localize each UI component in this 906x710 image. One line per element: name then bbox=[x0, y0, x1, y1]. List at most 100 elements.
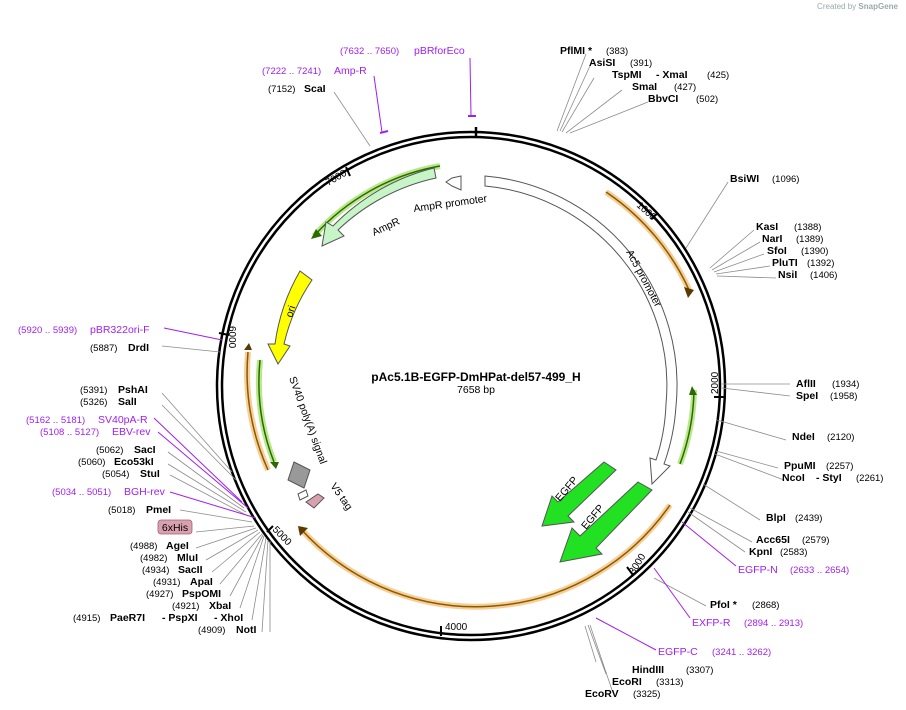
enzyme-paer7i[interactable]: PaeR7I bbox=[110, 612, 145, 624]
enzyme-eco53ki-pos: (5060) bbox=[78, 457, 105, 468]
enzyme-tspmi[interactable]: TspMI bbox=[612, 69, 642, 81]
primer-leader-ampr bbox=[373, 75, 383, 133]
tick-mark-6000 bbox=[218, 332, 230, 336]
enzyme-drdi[interactable]: DrdI bbox=[128, 342, 149, 354]
enzyme-sali[interactable]: SalI bbox=[118, 396, 137, 408]
enzyme-mlui[interactable]: MluI bbox=[177, 552, 198, 564]
credit-prefix: Created by bbox=[817, 2, 857, 11]
enzyme-kasi[interactable]: KasI bbox=[756, 221, 778, 233]
green-arc-top-head bbox=[311, 229, 322, 239]
enzyme-scai[interactable]: ScaI bbox=[304, 83, 326, 95]
primer-pbr322ori[interactable]: pBR322ori-F bbox=[90, 324, 150, 336]
ampr-label: AmpR bbox=[370, 215, 402, 238]
enzyme-stui[interactable]: StuI bbox=[140, 468, 160, 480]
enzyme-kpni-pos: (2583) bbox=[780, 547, 807, 558]
primer-pbrforeco[interactable]: pBRforEco bbox=[414, 45, 465, 57]
enzyme-pmei[interactable]: PmeI bbox=[146, 504, 171, 516]
enzyme-hindiii-pos: (3307) bbox=[686, 665, 713, 676]
ampr-arrow bbox=[321, 167, 437, 247]
enzyme-xbai[interactable]: XbaI bbox=[209, 600, 231, 612]
enzyme-pshai[interactable]: PshAI bbox=[118, 384, 148, 396]
enzyme-bsiwi[interactable]: BsiWI bbox=[730, 173, 759, 185]
primer-mark-ampr bbox=[379, 130, 389, 134]
his-tag-badge bbox=[157, 519, 193, 535]
leader-lines-left bbox=[161, 345, 255, 533]
orf-arc-ac5-line bbox=[605, 191, 691, 293]
enzyme-ppumi[interactable]: PpuMI bbox=[784, 460, 816, 472]
primer-bghrev[interactable]: BGH-rev bbox=[124, 486, 166, 498]
enzyme-kasi-pos: (1388) bbox=[794, 222, 821, 233]
enzyme-sfoi[interactable]: SfoI bbox=[767, 245, 787, 257]
primer-egfpn-pos: (2633 .. 2654) bbox=[790, 565, 849, 576]
enzyme-apai[interactable]: ApaI bbox=[190, 576, 213, 588]
enzyme-eco53ki[interactable]: Eco53kI bbox=[114, 456, 154, 468]
enzyme-pluti[interactable]: PluTI bbox=[772, 257, 798, 269]
enzyme-stui-pos: (5054) bbox=[102, 469, 129, 480]
primer-sv40pa[interactable]: SV40pA-R bbox=[98, 414, 148, 426]
enzyme-nsii[interactable]: NsiI bbox=[778, 269, 797, 281]
tick-4000: 4000 bbox=[445, 622, 468, 633]
green-arc-right-head bbox=[689, 386, 697, 395]
ac5-promoter-label: Ac5 promoter bbox=[623, 248, 663, 310]
enzyme-kpni[interactable]: KpnI bbox=[749, 546, 772, 558]
enzyme-pfoi[interactable]: PfoI * bbox=[710, 599, 738, 611]
enzyme-bsiwi-pos: (1096) bbox=[772, 174, 799, 185]
enzyme-smai[interactable]: SmaI bbox=[632, 81, 657, 93]
enzyme-xhoi[interactable]: - XhoI bbox=[214, 612, 243, 624]
enzyme-ncoi[interactable]: NcoI bbox=[782, 472, 805, 484]
enzyme-pflmi[interactable]: PflMI * bbox=[560, 45, 593, 57]
enzyme-spei[interactable]: SpeI bbox=[796, 390, 818, 402]
green-arc-right-line bbox=[679, 389, 695, 465]
enzyme-saci[interactable]: SacI bbox=[134, 444, 156, 456]
ampr-promoter-arrow bbox=[445, 175, 462, 191]
enzyme-smai-pos: (427) bbox=[674, 82, 696, 93]
enzyme-agei[interactable]: AgeI bbox=[166, 540, 189, 552]
enzyme-nari[interactable]: NarI bbox=[762, 233, 783, 245]
enzyme-blpi[interactable]: BlpI bbox=[766, 512, 786, 524]
enzyme-xmai[interactable]: - XmaI bbox=[656, 69, 688, 81]
enzyme-ecori[interactable]: EcoRI bbox=[612, 676, 642, 688]
enzyme-bbvci[interactable]: BbvCI bbox=[648, 93, 678, 105]
enzyme-pspomi[interactable]: PspOMI bbox=[182, 588, 221, 600]
primer-sv40pa-pos: (5162 .. 5181) bbox=[26, 415, 85, 426]
enzyme-ecorv[interactable]: EcoRV bbox=[585, 688, 619, 700]
primer-exfpr[interactable]: EXFP-R bbox=[692, 617, 731, 629]
enzyme-ecori-pos: (3313) bbox=[656, 677, 683, 688]
enzyme-noti[interactable]: NotI bbox=[236, 624, 256, 636]
primer-leader-pbr322ori bbox=[163, 327, 223, 341]
enzyme-sacii-pos: (4934) bbox=[142, 565, 169, 576]
enzyme-pmei-pos: (5018) bbox=[108, 505, 135, 516]
egfp-arrow-2 bbox=[559, 481, 653, 563]
ori-arrow bbox=[267, 270, 313, 365]
tick-mark-5000 bbox=[266, 525, 274, 533]
primer-ampr[interactable]: Amp-R bbox=[334, 65, 367, 77]
enzyme-sacii[interactable]: SacII bbox=[178, 564, 203, 576]
enzyme-pspxi[interactable]: - PspXI bbox=[162, 612, 198, 624]
primer-ebvrev-pos: (5108 .. 5127) bbox=[40, 427, 99, 438]
leader-lines-bottom-left bbox=[195, 527, 271, 633]
primer-exfpr-pos: (2894 .. 2913) bbox=[744, 618, 803, 629]
enzyme-aflii[interactable]: AflII bbox=[796, 378, 816, 390]
v5-arrow-small bbox=[297, 489, 309, 501]
ampr-promoter-label: AmpR promoter bbox=[413, 193, 489, 215]
tick-2000: 2000 bbox=[710, 371, 721, 394]
enzyme-agei-pos: (4988) bbox=[130, 541, 157, 552]
enzyme-pluti-pos: (1392) bbox=[807, 258, 834, 269]
orf-arc-ac5-head bbox=[684, 287, 694, 298]
primer-leader-ebvrev bbox=[157, 431, 249, 509]
enzyme-pflmi-pos: (383) bbox=[606, 46, 628, 57]
sv40-box bbox=[287, 461, 311, 489]
enzyme-styi-pos: (2261) bbox=[856, 473, 883, 484]
enzyme-acc65i[interactable]: Acc65I bbox=[756, 534, 790, 546]
enzyme-styi[interactable]: - StyI bbox=[816, 472, 842, 484]
primer-egfpn[interactable]: EGFP-N bbox=[738, 564, 778, 576]
enzyme-sali-pos: (5326) bbox=[80, 397, 107, 408]
enzyme-asisi[interactable]: AsiSI bbox=[589, 57, 615, 69]
enzyme-pfoi-pos: (2868) bbox=[752, 600, 779, 611]
enzyme-drdi-pos: (5887) bbox=[90, 343, 117, 354]
primer-egfpc[interactable]: EGFP-C bbox=[658, 646, 698, 658]
enzyme-hindiii[interactable]: HindIII bbox=[632, 664, 664, 676]
primer-ebvrev[interactable]: EBV-rev bbox=[112, 426, 151, 438]
enzyme-ndei[interactable]: NdeI bbox=[792, 431, 815, 443]
